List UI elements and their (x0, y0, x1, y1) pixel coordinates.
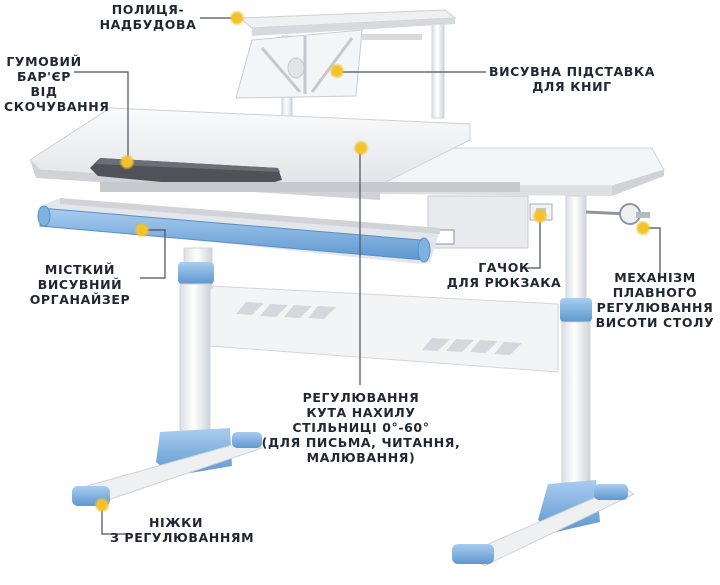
label-mechanism-line-3: РЕГУЛЮВАННЯ (596, 300, 714, 315)
label-legs-line-1: НІЖКИ (148, 515, 204, 530)
label-book-stand-line-2: ДЛЯ КНИГ (532, 79, 612, 94)
label-mechanism: МЕХАНІЗМ ПЛАВНОГО РЕГУЛЮВАННЯ ВИСОТИ СТО… (592, 270, 718, 330)
label-mechanism-line-1: МЕХАНІЗМ (614, 270, 696, 285)
label-hook: ГАЧОК ДЛЯ РЮКЗАКА (438, 260, 570, 290)
label-tilt-line-1: РЕГУЛЮВАННЯ (302, 390, 420, 405)
label-book-stand: ВИСУВНА ПІДСТАВКА ДЛЯ КНИГ (486, 64, 658, 94)
drawer-organizer (37, 198, 440, 264)
label-organizer: МІСТКИЙ ВИСУВНИЙ ОРГАНАЙЗЕР (20, 262, 140, 307)
label-hook-line-1: ГАЧОК (478, 260, 530, 275)
label-mechanism-line-2: ПЛАВНОГО (612, 285, 698, 300)
crossbar (209, 285, 559, 373)
right-leg (452, 195, 636, 567)
label-shelf: ПОЛИЦЯ- НАДБУДОВА (96, 2, 200, 32)
label-bumper: ГУМОВИЙ БАР'ЄР ВІД СКОЧУВАННЯ (4, 54, 110, 114)
label-bumper-line-4: СКОЧУВАННЯ (4, 99, 110, 114)
label-hook-line-2: ДЛЯ РЮКЗАКА (446, 275, 562, 290)
label-book-stand-line-1: ВИСУВНА ПІДСТАВКА (488, 64, 656, 79)
height-crank (585, 203, 650, 225)
label-legs-line-2: З РЕГУЛЮВАННЯМ (110, 530, 255, 545)
label-organizer-line-1: МІСТКИЙ (44, 262, 116, 277)
label-shelf-line-1: ПОЛИЦЯ- (111, 2, 185, 17)
marker-dots (94, 10, 651, 513)
label-tilt: РЕГУЛЮВАННЯ КУТА НАХИЛУ СТІЛЬНИЦІ 0°-60°… (256, 390, 466, 465)
label-shelf-line-2: НАДБУДОВА (99, 17, 197, 32)
label-bumper-line-1: ГУМОВИЙ (6, 54, 82, 69)
label-bumper-line-2: БАР'ЄР (16, 69, 72, 84)
label-tilt-line-4: (ДЛЯ ПИСЬМА, ЧИТАННЯ, (261, 435, 461, 450)
label-organizer-line-3: ОРГАНАЙЗЕР (29, 292, 131, 307)
label-organizer-line-2: ВИСУВНИЙ (37, 277, 123, 292)
book-stand (235, 29, 422, 99)
label-tilt-line-5: МАЛЮВАННЯ) (306, 450, 416, 465)
desk-top-right (377, 147, 665, 196)
label-tilt-line-3: СТІЛЬНИЦІ 0°-60° (292, 420, 430, 435)
label-bumper-line-3: ВІД (30, 84, 58, 99)
label-legs: НІЖКИ З РЕГУЛЮВАННЯМ (110, 515, 255, 545)
label-tilt-line-2: КУТА НАХИЛУ (306, 405, 416, 420)
label-mechanism-line-4: ВИСОТИ СТОЛУ (595, 315, 715, 330)
